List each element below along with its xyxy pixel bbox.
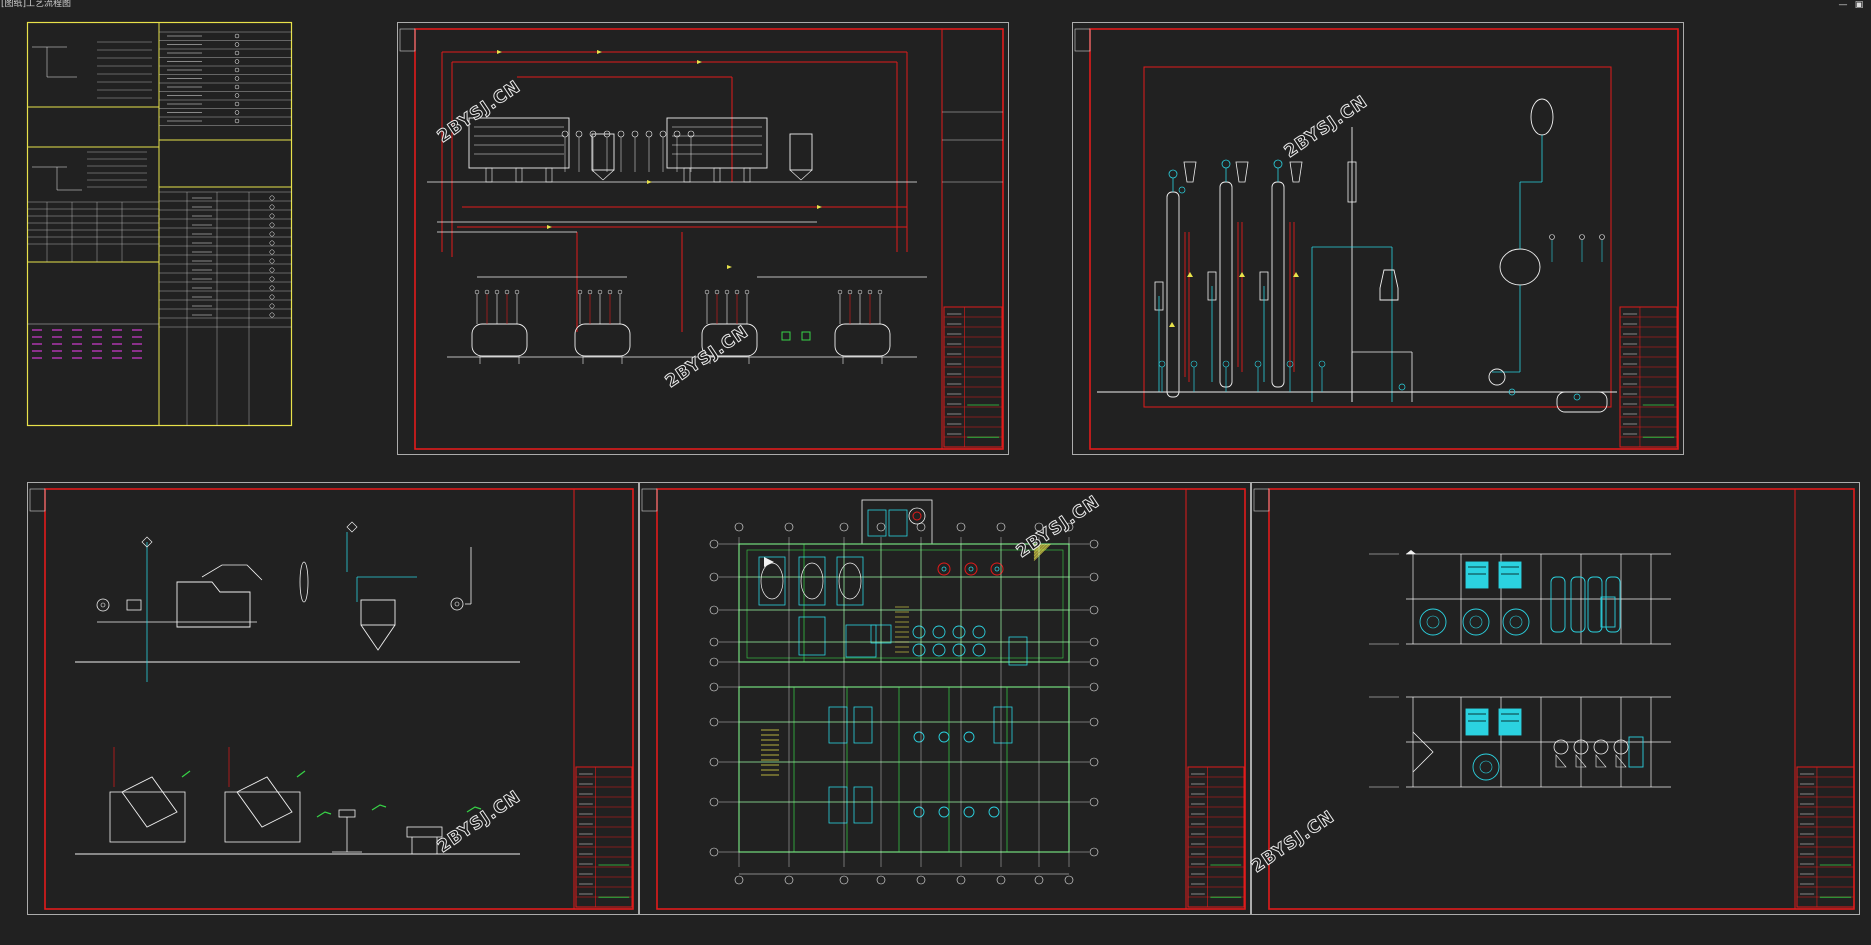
process-flow-drawing-1 [397,22,1009,455]
window-titlebar: [图纸]工艺流程图 — ▣ [0,0,1871,11]
legend-sheet[interactable] [26,21,293,427]
elevation-sheet[interactable]: 2BYSJ.CN [1247,482,1860,915]
floor-plan-sheet[interactable]: 2BYSJ.CN [639,482,1251,915]
restore-button[interactable]: ▣ [1854,0,1864,10]
process-flow-sheet-1[interactable]: 2BYSJ.CN 2BYSJ.CN [397,22,1009,455]
minimize-button[interactable]: — [1838,0,1848,10]
elevation-drawing [1251,482,1860,915]
legend-drawing [26,21,293,427]
process-flow-drawing-2 [1072,22,1684,455]
equipment-sheet[interactable]: 2BYSJ.CN [27,482,639,915]
equipment-drawing [27,482,639,915]
process-flow-sheet-2[interactable]: 2BYSJ.CN [1072,22,1684,455]
floor-plan-drawing [639,482,1251,915]
window-title: [图纸]工艺流程图 [1,0,72,9]
